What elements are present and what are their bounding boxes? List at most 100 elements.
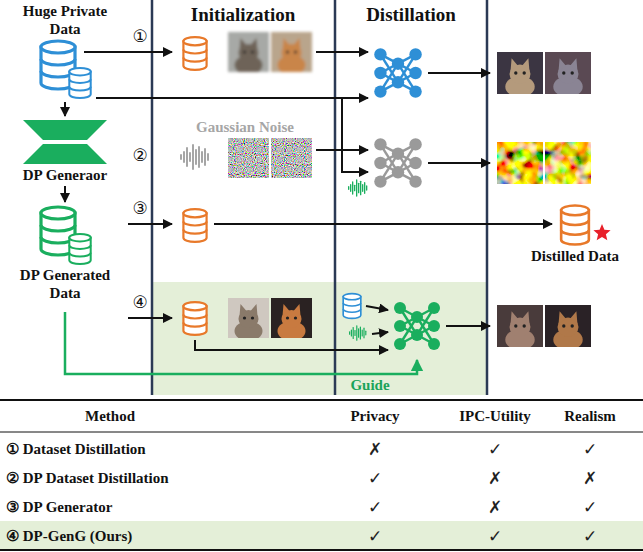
table-mark: ✓ [583,526,597,546]
image-thumbnail [497,305,591,350]
column-separator [486,0,489,395]
network-icon [394,302,440,350]
table-cell: ② DP Dataset Distillation [6,469,169,487]
table-mark: ✗ [488,497,502,517]
network-icon [374,48,422,98]
node-icon [10,38,120,100]
noise-icon [350,326,366,340]
flow-arrow [64,102,66,116]
network-icon [374,48,440,350]
column-separator [334,0,337,395]
node-icon [593,224,610,240]
flow-arrow [64,186,66,202]
node-icon [69,234,90,264]
distilled-data: Distilled Data [516,203,634,265]
flow-arrow [342,98,368,172]
table-rule [0,521,643,550]
column-separator [151,0,154,395]
column-separator [152,0,487,395]
image-thumbnail [228,138,269,178]
table-mark: ✗ [583,468,597,488]
flow-arrow [214,223,552,225]
noise-icon [349,180,367,196]
node-icon [516,203,634,247]
database-icon [183,37,206,70]
image-thumbnail [235,38,263,75]
table-header: Method [85,407,135,425]
node-label: Huge Private Data [10,2,120,38]
node-icon [69,68,90,98]
data-store: DP Generated Data [5,204,125,302]
node-icon [5,118,125,166]
node-icon [23,144,107,164]
image-thumbnail [497,52,591,97]
table-rule [0,400,643,550]
column-header: Initialization [191,4,296,26]
image-thumbnail [235,304,263,341]
database-icon [343,294,361,319]
table-mark: ✓ [583,497,597,517]
generator: DP Generaor [5,118,125,184]
table-cell: ③ DP Generator [6,498,112,516]
node-icon [5,204,125,266]
flow-arrow [195,340,388,350]
image-thumbnail [497,142,543,184]
flow-arrow [428,162,490,164]
database-icon [183,302,206,335]
callout-number: ④ [132,292,147,312]
node-label: Distilled Data [516,247,634,265]
highlight-band [153,282,487,395]
node-label: DP Generated Data [5,266,125,302]
table-mark: ✗ [488,468,502,488]
table-mark: ✓ [488,439,502,459]
database-icon [183,37,360,335]
column-header: Distillation [366,4,456,26]
image-thumbnail [545,142,591,184]
table-rule [0,399,643,401]
callout-number: ② [132,145,147,165]
table-mark: ✗ [368,439,382,459]
node-icon [561,205,589,244]
image-thumbnail [228,32,312,75]
table-mark: ✓ [583,439,597,459]
node-icon [23,120,107,140]
image-thumbnail [505,311,534,350]
node-icon [5,118,125,166]
highlight-band [153,282,487,395]
node-icon [5,204,125,266]
flow-arrow [366,306,388,310]
image-thumbnail [278,304,306,341]
image-thumbnail [553,311,582,350]
flow-arrow [428,72,490,74]
callout-number: ① [132,26,147,46]
image-thumbnail [228,32,591,350]
flow-arrow [128,317,172,319]
image-thumbnail [278,38,306,75]
callout-number: ③ [132,198,147,218]
image-thumbnail [228,298,312,341]
image-thumbnail [505,58,534,97]
flow-arrow [84,52,552,350]
flow-arrow [372,332,388,334]
flow-arrow [128,223,172,225]
flow-arrow [84,51,172,53]
flow-arrow [446,325,490,327]
table-header: Realism [564,407,616,425]
table-mark: ✓ [488,526,502,546]
table-header: Privacy [350,407,399,425]
table-header: IPC-Utility [459,407,531,425]
guide-label: Guide [350,376,389,394]
table-cell: ① Dataset Distillation [6,440,146,458]
noise-icon [181,145,208,169]
node-icon [516,203,634,247]
data-store: Huge Private Data [10,2,120,100]
network-icon [374,138,422,188]
image-thumbnail [271,138,312,178]
node-icon [10,38,120,100]
image-thumbnail [553,58,582,97]
flow-arrow [96,97,368,99]
flow-arrow [316,51,368,53]
noise-label: Gaussian Noise [196,118,294,136]
table-mark: ✓ [368,497,382,517]
